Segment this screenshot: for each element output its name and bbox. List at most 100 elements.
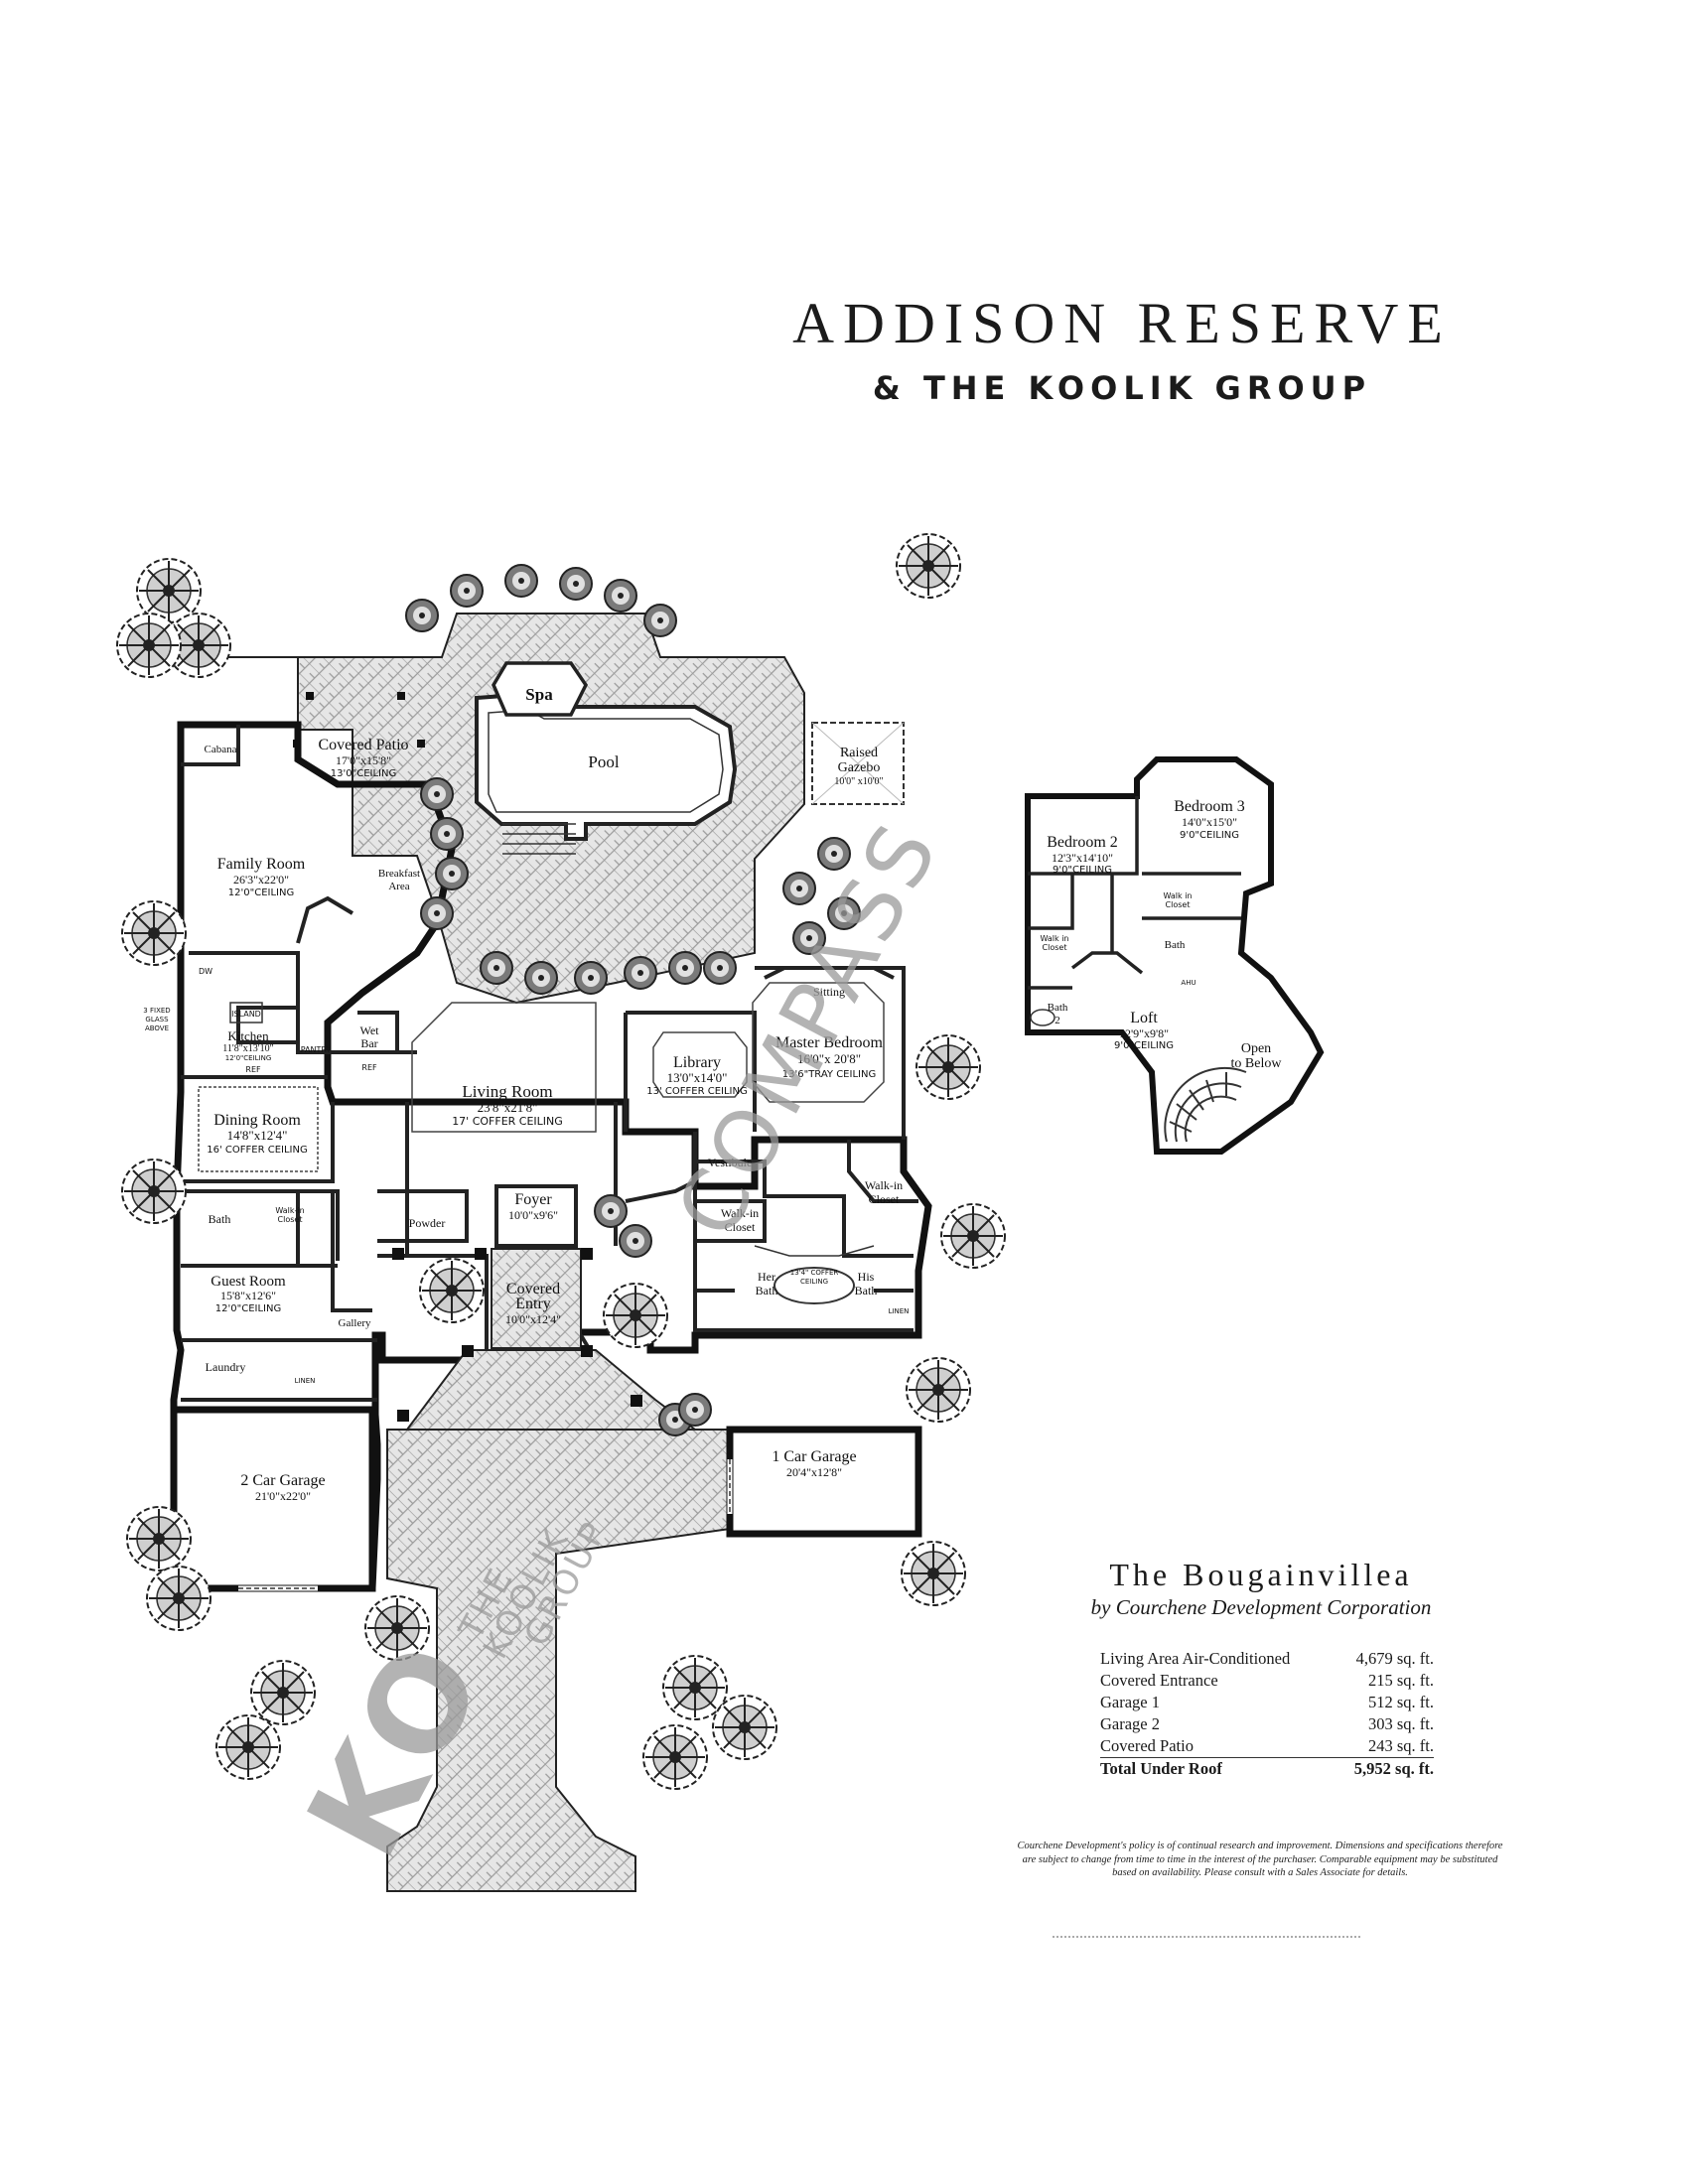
cabana-label: Cabana — [205, 744, 237, 755]
loft-note: 9'0"CEILING — [1114, 1040, 1174, 1051]
area-label: Garage 2 — [1100, 1714, 1161, 1733]
spa-label: Spa — [525, 685, 553, 704]
guest-room-note: 12'0"CEILING — [215, 1303, 281, 1314]
bath-2-label-2: 2 — [1055, 1015, 1060, 1026]
walk-in-right-1: Walk-in — [865, 1178, 903, 1192]
open-below-2: to Below — [1231, 1056, 1283, 1071]
library-note: 13' COFFER CEILING — [646, 1086, 747, 1097]
area-label: Living Area Air-Conditioned — [1100, 1649, 1291, 1668]
bedroom-2-note: 9'0"CEILING — [1053, 865, 1112, 876]
table-row: Garage 1 512 sq. ft. — [1100, 1692, 1434, 1713]
bedroom-2-label: Bedroom 2 — [1047, 834, 1118, 851]
room-labels: Spa Pool Cabana Covered Patio 17'0"x15'8… — [143, 685, 1282, 1503]
dining-room-label: Dining Room — [213, 1112, 301, 1129]
library-dim: 13'0"x14'0" — [667, 1070, 728, 1085]
glass-note-3: ABOVE — [145, 1024, 169, 1032]
area-value: 512 sq. ft. — [1368, 1693, 1434, 1711]
gazebo-label-1: Raised — [840, 746, 878, 760]
library-label: Library — [673, 1054, 721, 1071]
covered-patio-note: 13'0"CEILING — [331, 768, 396, 779]
covered-patio-label: Covered Patio — [318, 737, 408, 753]
ahu-label: AHU — [1181, 979, 1196, 987]
wet-bar-label-1: Wet — [359, 1024, 379, 1037]
bedroom-3-label: Bedroom 3 — [1174, 798, 1245, 815]
table-row: Garage 2 303 sq. ft. — [1100, 1713, 1434, 1735]
her-bath-2: Bath — [756, 1284, 778, 1297]
dining-room-note: 16' COFFER CEILING — [207, 1145, 307, 1156]
breakfast-label-1: Breakfast — [378, 868, 420, 880]
walk-in-left-2: Closet — [725, 1220, 756, 1234]
covered-entry-dim: 10'0"x12'4" — [505, 1312, 561, 1326]
vestibule-label: Vestibule — [708, 1156, 753, 1169]
wet-bar-label-2: Bar — [360, 1036, 377, 1050]
master-bath-ceiling: CEILING — [800, 1278, 828, 1286]
bath-2-label-1: Bath — [1048, 1002, 1068, 1014]
garage-1-dim: 20'4"x12'8" — [786, 1465, 842, 1479]
wet-bar-ref: REF — [361, 1063, 377, 1072]
covered-entry-label-1: Covered — [506, 1281, 560, 1297]
garage-2-label: 2 Car Garage — [240, 1472, 325, 1489]
kitchen-dim: 11'8"x13'10" — [222, 1043, 273, 1054]
laundry-label: Laundry — [206, 1360, 246, 1374]
sitting-label: Sitting — [813, 985, 845, 999]
area-value: 243 sq. ft. — [1368, 1736, 1434, 1755]
walk-in-up-2b: Closet — [1043, 943, 1067, 952]
total-value: 5,952 sq. ft. — [1335, 1757, 1434, 1780]
covered-entry-label-2: Entry — [515, 1296, 551, 1312]
dw-label: DW — [199, 967, 212, 976]
walk-in-up-1b: Closet — [1166, 900, 1191, 909]
walk-in-up-2a: Walk in — [1041, 934, 1069, 943]
guest-walk-in-1: Walk-in — [275, 1206, 304, 1215]
breakfast-label-2: Area — [388, 881, 409, 892]
gallery-label: Gallery — [339, 1317, 371, 1329]
garage-2-dim: 21'0"x22'0" — [255, 1489, 311, 1503]
area-value: 215 sq. ft. — [1368, 1671, 1434, 1690]
model-name: The Bougainvillea — [1109, 1557, 1413, 1592]
guest-bath-label: Bath — [209, 1212, 231, 1226]
walk-in-right-2: Closet — [869, 1192, 900, 1206]
family-room-dim: 26'3"x22'0" — [233, 873, 289, 887]
kitchen-label: Kitchen — [227, 1028, 269, 1043]
area-value: 303 sq. ft. — [1368, 1714, 1434, 1733]
foyer-label: Foyer — [514, 1191, 552, 1208]
disclaimer: Courchene Development's policy is of con… — [1017, 1841, 1503, 1879]
master-bedroom-label: Master Bedroom — [775, 1034, 884, 1051]
walk-in-left-1: Walk-in — [721, 1206, 759, 1220]
living-room-note: 17' COFFER CEILING — [452, 1115, 563, 1128]
area-label: Covered Patio — [1100, 1736, 1194, 1755]
area-label: Garage 1 — [1100, 1693, 1161, 1711]
open-below-1: Open — [1241, 1041, 1271, 1056]
glass-note-1: 3 FIXED — [143, 1007, 170, 1015]
linen-label: LINEN — [295, 1377, 316, 1385]
glass-note-2: GLASS — [145, 1016, 169, 1024]
master-bedroom-note: 13'6"TRAY CEILING — [782, 1069, 876, 1080]
dining-room-dim: 14'8"x12'4" — [227, 1128, 288, 1143]
gazebo-dim: 10'0" x10'0" — [834, 776, 883, 787]
guest-room-dim: 15'8"x12'6" — [220, 1289, 276, 1302]
foyer-dim: 10'0"x9'6" — [508, 1208, 558, 1222]
kitchen-ref: REF — [245, 1065, 261, 1074]
header-title: ADDISON RESERVE — [792, 291, 1452, 355]
family-room-note: 12'0"CEILING — [228, 887, 294, 898]
table-row: Covered Patio 243 sq. ft. — [1100, 1735, 1434, 1758]
her-bath-1: Her — [758, 1270, 775, 1284]
master-bedroom-dim: 16'0"x 20'8" — [797, 1051, 861, 1066]
model-builder: by Courchene Development Corporation — [1090, 1595, 1432, 1619]
living-room-label: Living Room — [462, 1082, 552, 1101]
total-label: Total Under Roof — [1100, 1757, 1336, 1780]
covered-patio-dim: 17'0"x15'8" — [336, 753, 391, 767]
garage-1-label: 1 Car Garage — [772, 1448, 856, 1465]
family-room-label: Family Room — [217, 856, 306, 873]
bedroom-2-dim: 12'3"x14'10" — [1052, 851, 1113, 865]
gazebo-label-2: Gazebo — [838, 760, 881, 775]
his-bath-1: His — [858, 1270, 875, 1284]
divider — [1053, 1936, 1360, 1938]
island-label: ISLAND — [231, 1010, 261, 1019]
bath-up-label: Bath — [1165, 939, 1186, 951]
loft-dim: 12'9"x9'8" — [1119, 1026, 1169, 1040]
